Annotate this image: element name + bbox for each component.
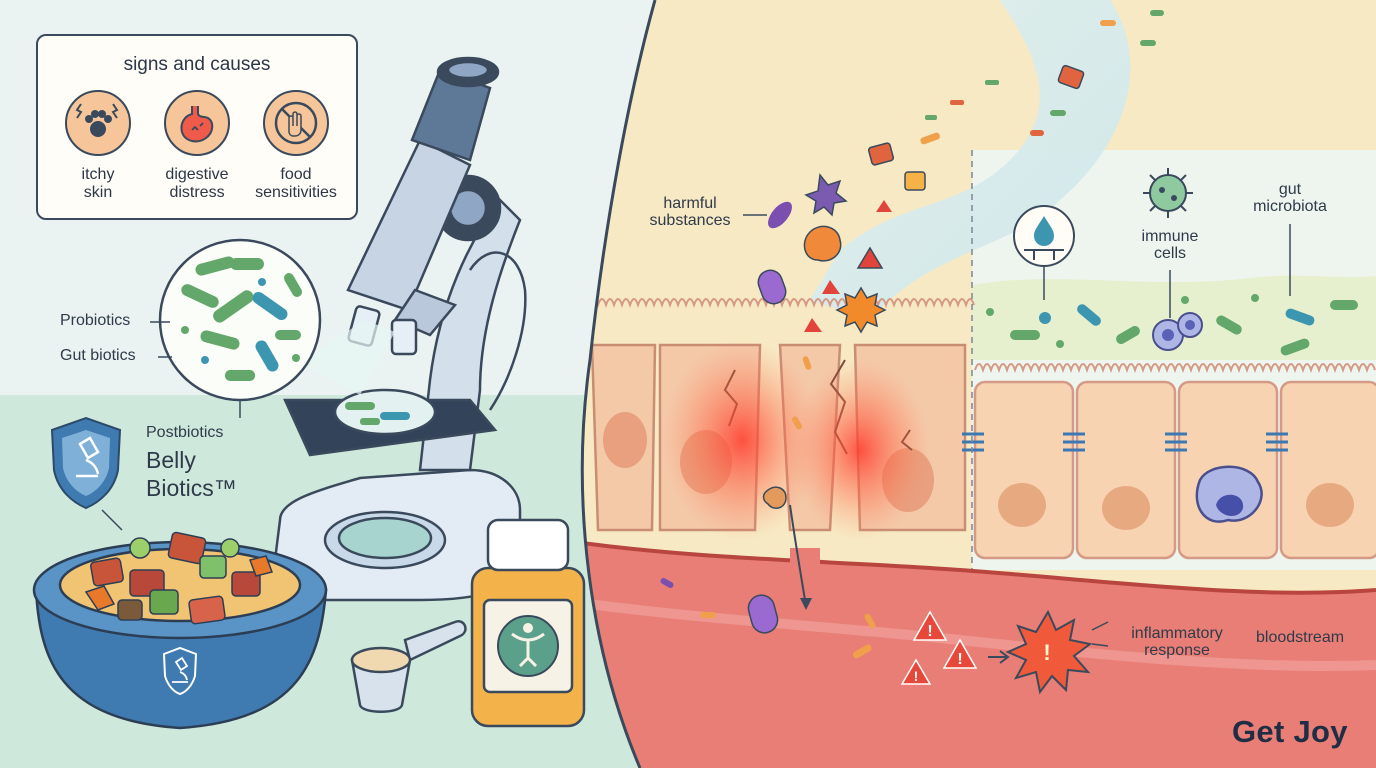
harmful-particles [660,10,1164,659]
immune-cells [1152,312,1203,351]
inflammatory-label-line2: response [1144,641,1210,659]
gut-microbiota-label: gut microbiota [1230,181,1350,216]
cell-nucleus [603,412,647,468]
sign-label-line1: itchy [81,166,115,183]
sign-label-line1: digestive [165,166,229,183]
inflammation-burst-icon: ! [1005,609,1093,695]
svg-text:!: ! [927,623,932,640]
healthy-epithelium [973,380,1376,560]
brush-border [589,298,1376,374]
svg-text:!: ! [957,651,962,668]
gut-biotics-label: Gut biotics [60,347,136,364]
macrophage-cell [1195,465,1263,523]
light-beam [300,320,395,395]
barrier-breach [790,548,820,570]
brand-logo-text: Get Joy [1232,714,1348,749]
inflammatory-label-line1: inflammatory [1131,625,1223,642]
leader-lines [743,214,1291,647]
pet-food-bowl [32,531,328,730]
svg-text:!: ! [914,668,919,684]
sign-label-line1: food [280,166,312,183]
barrier-gauge-icon [1013,205,1075,267]
cell-nuclei [998,483,1354,530]
immune-label-line1: immune [1141,228,1199,245]
sign-label-line2: skin [83,183,113,201]
paw-itch-icon [65,90,131,156]
warning-icons: ! ! ! [900,610,1010,685]
immune-cells-label: immune cells [1120,228,1220,263]
mucus-stream [810,0,1131,320]
immune-sentinel-icon [1143,168,1193,218]
harmful-label-line1: harmful [663,195,717,212]
svg-text:!: ! [1043,640,1050,665]
leak-arrow [789,504,806,601]
vessel-wall [582,538,1376,595]
belly-biotics-shield-logo [50,416,123,531]
harmful-substances-label: harmful substances [630,195,750,230]
sign-label-line2: sensitivities [255,183,337,201]
probiotics-label: Probiotics [60,312,131,329]
inflammation-glow [790,360,930,540]
harmful-label-line2: substances [649,211,731,229]
product-name-line2: Biotics™ [146,475,237,501]
signs-title: signs and causes [123,54,271,75]
immune-label-line2: cells [1153,244,1186,262]
stomach-distress-icon [164,90,230,156]
no-food-hand-icon [263,90,329,156]
zoom-leaders [150,321,241,418]
measuring-scoop [350,620,467,713]
inflammatory-response-label: inflammatory response [1112,625,1242,660]
product-name-line1: Belly [146,447,196,473]
leak-arrow-head [800,598,812,610]
bloodstream-label: bloodstream [1256,629,1345,646]
friendly-bacteria [986,294,1358,356]
sign-label-line2: distress [169,183,225,201]
microbiota-label-line2: microbiota [1253,197,1327,215]
supplement-bottle [470,518,586,728]
bacteria-zoom [158,238,322,402]
bubble-outline [580,0,657,768]
mucus-layer [972,275,1376,360]
postbiotics-label: Postbiotics [146,424,224,441]
microbiota-label-line1: gut [1278,181,1302,198]
tight-junctions [962,432,1288,452]
